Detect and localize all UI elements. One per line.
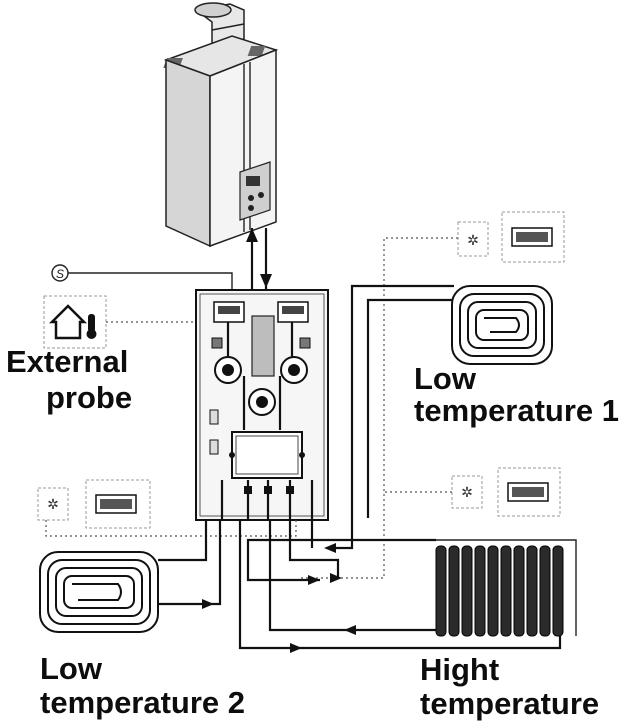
boiler-flow-arrows <box>246 228 272 290</box>
pump-2-icon <box>280 356 308 384</box>
svg-text:S: S <box>56 267 64 281</box>
radiator-fin <box>526 545 538 637</box>
external-probe-label-line2: probe <box>46 380 133 415</box>
control-box <box>229 431 305 479</box>
svg-text:✲: ✲ <box>461 484 473 500</box>
underfloor-coil-1 <box>324 284 553 553</box>
wall-boiler <box>163 2 279 248</box>
radiator-fin <box>487 545 499 637</box>
sensor-s: S <box>51 264 233 290</box>
hydraulic-distribution-unit <box>195 289 329 521</box>
boiler-control-panel <box>239 161 271 221</box>
radiator-fin <box>435 545 447 637</box>
radiator-fin <box>552 545 564 637</box>
room-controls-3: ✲ <box>384 467 561 517</box>
low-temperature-1-label: Low <box>414 361 476 396</box>
radiator-flow-pipe <box>246 538 436 582</box>
radiator-fin <box>539 545 551 637</box>
external-probe-icon <box>43 295 196 349</box>
radiator-fin <box>448 545 460 637</box>
low-temperature-2-label-line2: temperature 2 <box>40 685 246 720</box>
pump-1-icon <box>214 356 242 384</box>
svg-text:✲: ✲ <box>47 496 59 512</box>
svg-text:✲: ✲ <box>467 232 479 248</box>
pump-3-icon <box>248 388 276 416</box>
radiator <box>238 520 577 653</box>
high-temperature-label: Hight <box>420 652 500 687</box>
low-temperature-2-label: Low <box>40 651 102 686</box>
underfloor-coil-2 <box>39 520 222 633</box>
room-controls-2: ✲ <box>37 479 297 537</box>
radiator-fin <box>500 545 512 637</box>
radiator-fin <box>474 545 486 637</box>
high-temperature-label-line2: temperature <box>420 686 600 721</box>
low-temperature-1-label-line2: temperature 1 <box>414 393 620 428</box>
external-probe-label: External <box>6 344 129 379</box>
radiator-fin <box>513 545 525 637</box>
radiator-fin <box>461 545 473 637</box>
